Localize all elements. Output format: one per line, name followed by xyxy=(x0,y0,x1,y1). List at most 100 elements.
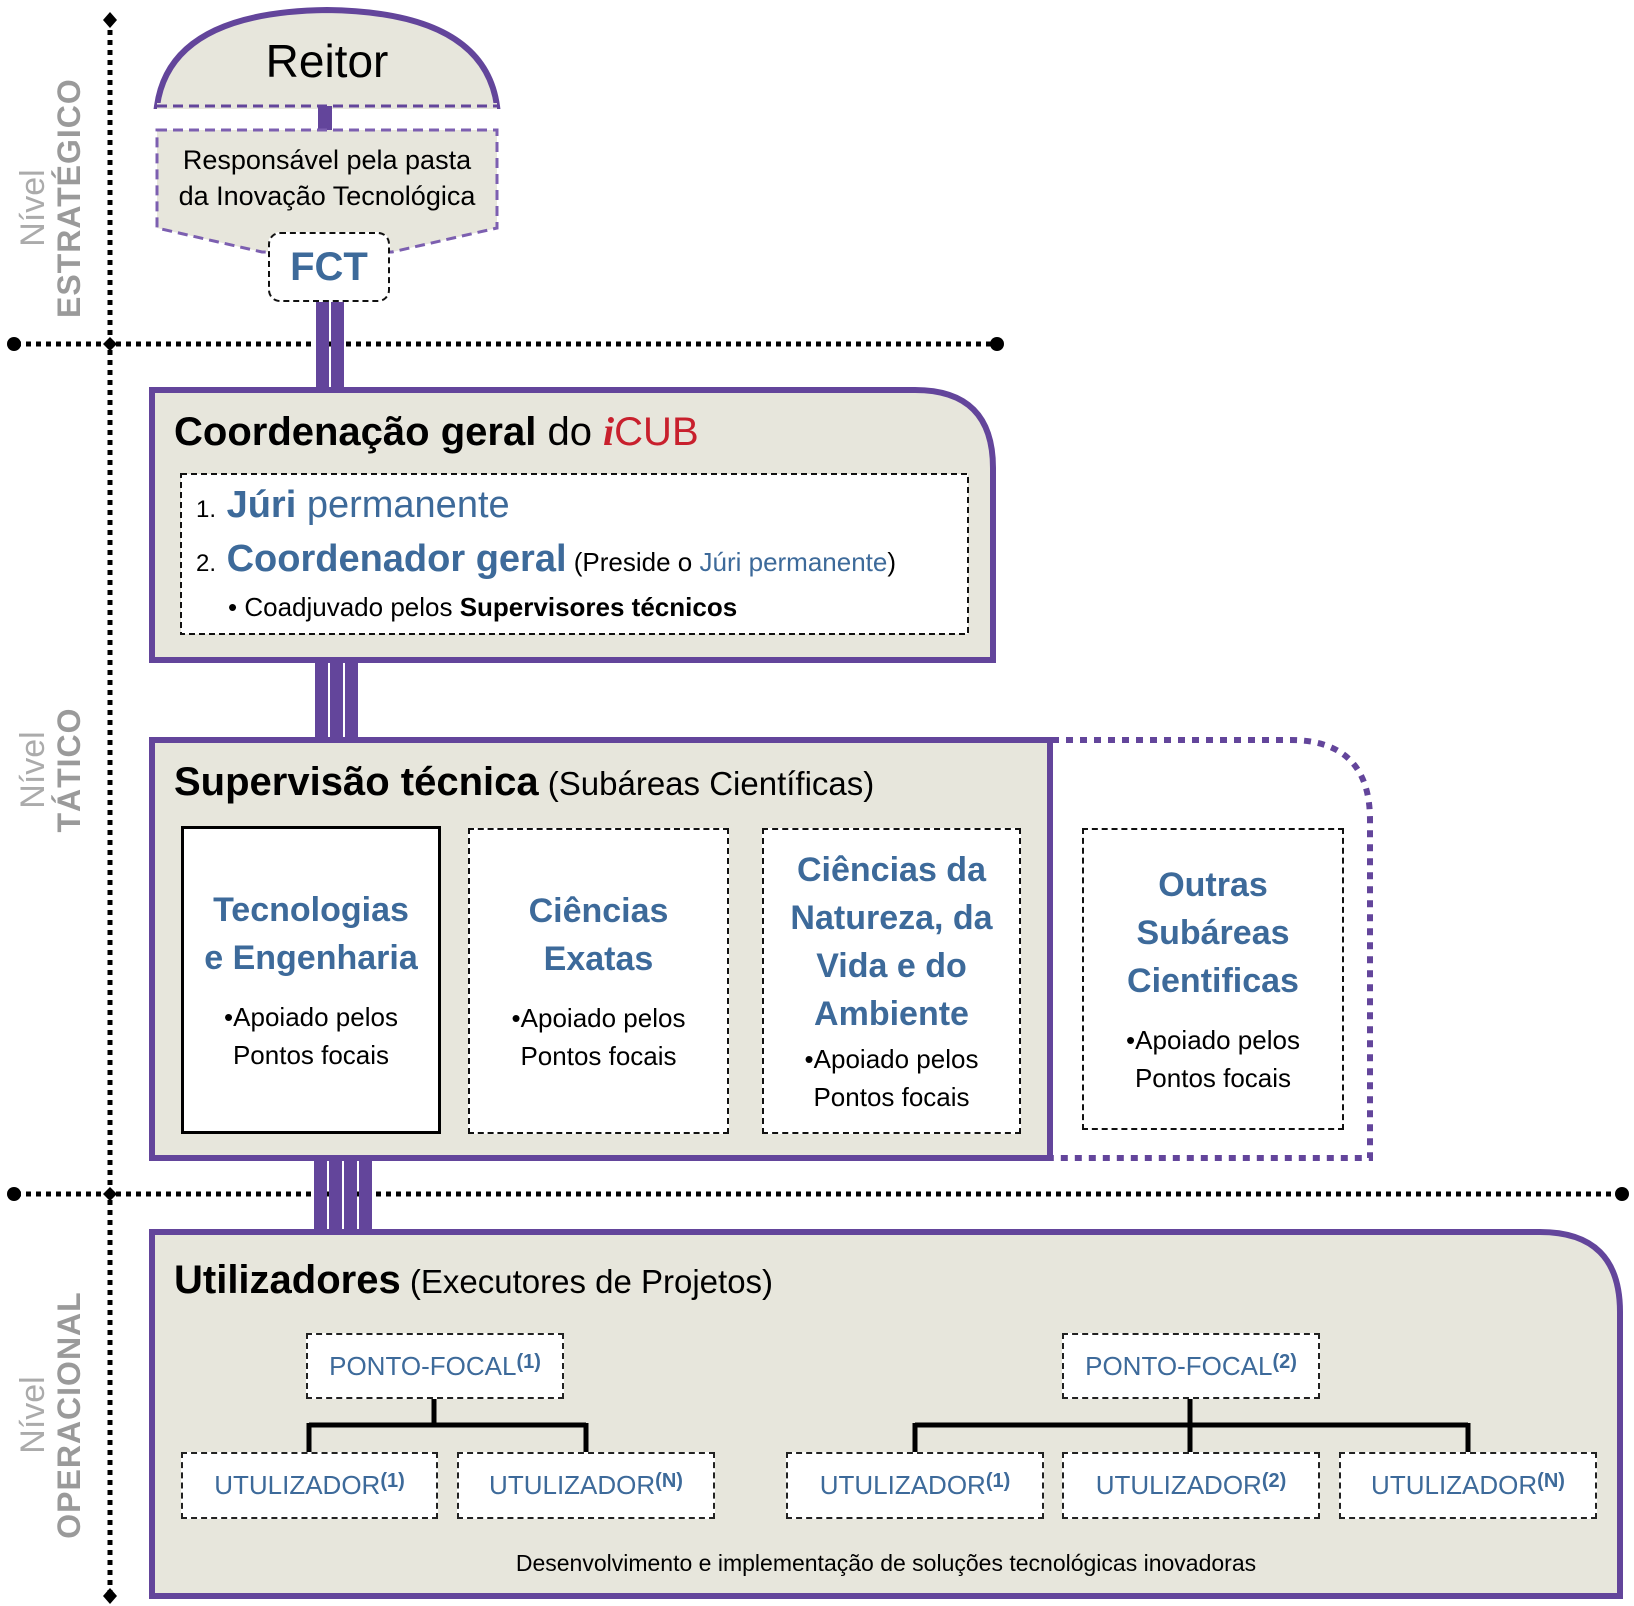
separator-dot xyxy=(7,337,21,351)
item-number: 2. xyxy=(196,550,217,577)
connector-single xyxy=(318,106,332,130)
node-index: (1) xyxy=(380,1470,405,1492)
area-title-line: Subáreas xyxy=(1136,914,1290,952)
coordination-title-bold: Coordenação geral xyxy=(174,410,537,454)
reitor-dome xyxy=(153,6,501,109)
fct-label: FCT xyxy=(290,244,368,289)
tree-lines-group-1 xyxy=(306,1397,589,1452)
area-note: •Apoiado pelos Pontos focais xyxy=(512,999,686,1075)
connector-triple xyxy=(315,663,328,739)
area-note-line: Pontos focais xyxy=(520,1041,677,1071)
area-note-line: •Apoiado pelos xyxy=(1126,1025,1300,1055)
area-title-line: Vida e do xyxy=(816,947,967,985)
node-label: UTULIZADOR xyxy=(214,1470,381,1500)
separator-dot xyxy=(1615,1187,1629,1201)
node-label: UTULIZADOR xyxy=(819,1470,986,1500)
item-bold: Coordenador geral xyxy=(226,538,567,580)
item-bold: Júri xyxy=(226,484,297,526)
area-title-line: Tecnologias xyxy=(213,891,409,929)
users-title: Utilizadores (Executores de Projetos) xyxy=(174,1258,773,1303)
area-note-line: •Apoiado pelos xyxy=(224,1002,398,1032)
user-node: UTULIZADOR(2) xyxy=(1062,1452,1320,1519)
supervision-extension-outline xyxy=(1052,737,1373,1161)
area-note: •Apoiado pelos Pontos focais xyxy=(224,998,398,1074)
node-label: UTULIZADOR xyxy=(1371,1470,1538,1500)
area-title-line: Ciências xyxy=(528,892,669,930)
coordination-item-2: 2. Coordenador geral (Preside o Júri per… xyxy=(196,538,896,581)
node-index: (1) xyxy=(516,1350,541,1373)
area-note: •Apoiado pelos Pontos focais xyxy=(805,1040,979,1116)
area-title-line: Natureza, da xyxy=(790,899,993,937)
user-node: UTULIZADOR(N) xyxy=(1339,1452,1597,1519)
users-footer-note: Desenvolvimento e implementação de soluç… xyxy=(515,1550,1257,1576)
node-label: PONTO-FOCAL xyxy=(1085,1350,1273,1381)
level-label-operational: Nível OPERACIONAL xyxy=(14,1285,95,1545)
node-index: (N) xyxy=(655,1470,683,1492)
area-box-nature-life-environment: Ciências da Natureza, da Vida e do Ambie… xyxy=(762,828,1021,1134)
area-title: Tecnologias e Engenharia xyxy=(204,886,418,982)
area-note-line: Pontos focais xyxy=(232,1040,390,1070)
area-title-line: Ciências da xyxy=(797,851,986,889)
responsavel-label: Responsável pela pasta da Inovação Tecno… xyxy=(157,142,497,214)
item-rest: permanente xyxy=(296,484,510,526)
axis-bottom-diamond xyxy=(103,1588,117,1604)
connector-double xyxy=(316,300,329,388)
area-title-line: Cientificas xyxy=(1127,962,1299,1000)
fct-box: FCT xyxy=(268,232,390,302)
users-title-sub: (Executores de Projetos) xyxy=(400,1263,774,1300)
level-name: TÁTICO xyxy=(51,707,88,833)
separator-dot xyxy=(990,337,1004,351)
area-title-line: e Engenharia xyxy=(204,939,418,977)
bullet-prefix: • Coadjuvado pelos xyxy=(228,592,460,622)
responsavel-shape xyxy=(155,128,499,254)
focal-point-node-2: PONTO-FOCAL(2) xyxy=(1062,1333,1320,1399)
area-title-line: Outras xyxy=(1158,866,1268,904)
node-label: UTULIZADOR xyxy=(1095,1470,1262,1500)
tree-lines-group-2 xyxy=(912,1397,1471,1452)
node-index: (1) xyxy=(985,1470,1011,1492)
coordination-item-1: 1. Júri permanente xyxy=(196,484,510,527)
supervision-title-sub: (Subáreas Científicas) xyxy=(538,765,875,802)
area-title: Ciências da Natureza, da Vida e do Ambie… xyxy=(790,846,992,1038)
level-name: ESTRATÉGICO xyxy=(51,78,88,318)
area-note-line: •Apoiado pelos xyxy=(511,1003,686,1033)
item-paren-close: ) xyxy=(887,547,897,577)
supervision-title-bold: Supervisão técnica xyxy=(174,760,539,804)
icub-logo-i: i xyxy=(603,409,615,454)
users-title-bold: Utilizadores xyxy=(174,1258,401,1302)
responsavel-line-1: Responsável pela pasta xyxy=(182,145,472,175)
user-node: UTULIZADOR(1) xyxy=(181,1452,438,1519)
node-label: PONTO-FOCAL xyxy=(329,1350,517,1381)
level-prefix: Nível xyxy=(14,731,52,809)
connector-quad xyxy=(314,1161,327,1231)
level-name: OPERACIONAL xyxy=(51,1291,88,1539)
node-index: (2) xyxy=(1261,1470,1287,1492)
reitor-label: Reitor xyxy=(265,35,389,87)
area-title: Outras Subáreas Cientificas xyxy=(1127,861,1299,1005)
area-title-line: Ambiente xyxy=(814,995,969,1033)
supervision-title: Supervisão técnica (Subáreas Científicas… xyxy=(174,760,874,805)
coordination-list-box xyxy=(180,473,969,635)
user-node: UTULIZADOR(1) xyxy=(786,1452,1044,1519)
area-box-exact-sciences: Ciências Exatas •Apoiado pelos Pontos fo… xyxy=(468,828,729,1134)
area-note-line: Pontos focais xyxy=(813,1082,970,1112)
area-note: •Apoiado pelos Pontos focais xyxy=(1126,1021,1300,1097)
coordination-title-connector: do xyxy=(536,410,604,454)
area-box-technology: Tecnologias e Engenharia •Apoiado pelos … xyxy=(181,826,441,1134)
axis-top-diamond xyxy=(103,12,117,28)
separator-diamond xyxy=(103,337,117,351)
separator-diamond xyxy=(103,1187,117,1201)
area-box-other-subareas: Outras Subáreas Cientificas •Apoiado pel… xyxy=(1082,828,1344,1130)
icub-logo-text: CUB xyxy=(614,410,699,454)
coordination-bullet: • Coadjuvado pelos Supervisores técnicos xyxy=(228,592,737,623)
level-prefix: Nível xyxy=(14,1376,52,1454)
separator-dot xyxy=(7,1187,21,1201)
area-title: Ciências Exatas xyxy=(529,887,669,983)
bullet-bold: Supervisores técnicos xyxy=(459,592,738,622)
node-label: UTULIZADOR xyxy=(489,1470,656,1500)
area-note-line: Pontos focais xyxy=(1134,1063,1292,1093)
level-prefix: Nível xyxy=(14,169,52,247)
item-number: 1. xyxy=(196,496,217,523)
user-node: UTULIZADOR(N) xyxy=(457,1452,715,1519)
area-title-line: Exatas xyxy=(543,940,654,978)
